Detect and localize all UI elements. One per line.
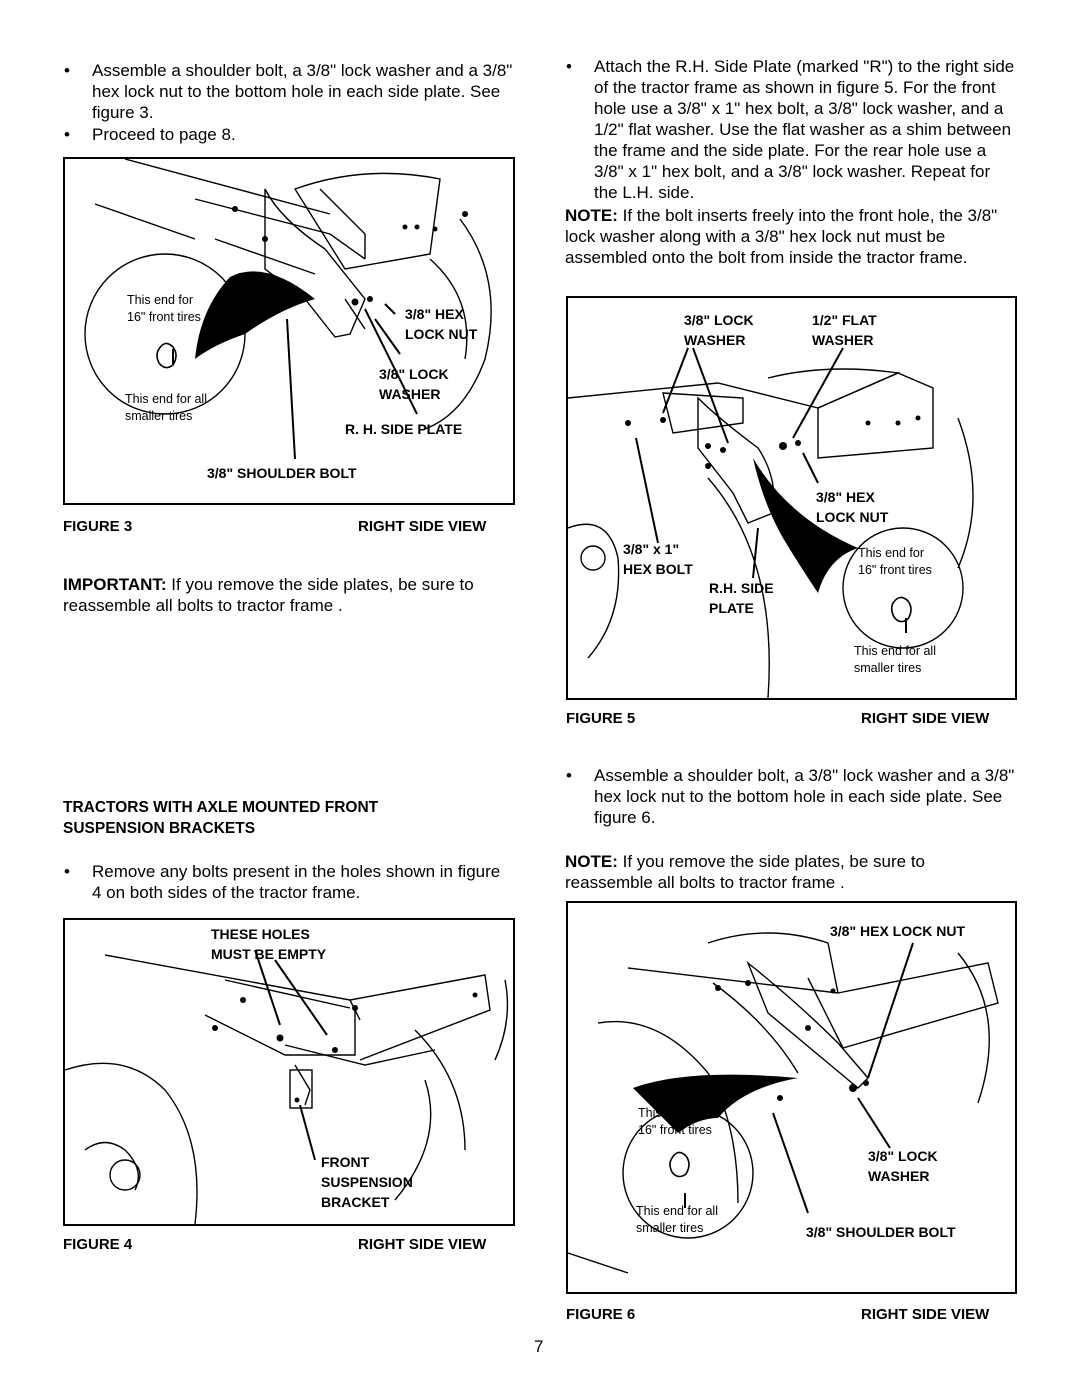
fig4-holes-label-2: MUST BE EMPTY xyxy=(211,946,327,962)
intro-bullet-2: Proceed to page 8. xyxy=(92,125,236,144)
note-2-text: If you remove the side plates, be sure t… xyxy=(565,852,926,892)
fig4-bracket-label-3: BRACKET xyxy=(321,1194,390,1210)
fig5-end16-label-1: This end for xyxy=(858,546,925,560)
important-text: If you remove the side plates, be sure t… xyxy=(63,575,474,615)
fig5-flat-washer-label-2: WASHER xyxy=(812,332,874,348)
fig5-side-plate-label-2: PLATE xyxy=(709,600,754,616)
bullet-glyph: • xyxy=(64,125,70,144)
bullet-glyph: • xyxy=(566,57,572,76)
fig3-shoulder-bolt-label: 3/8" SHOULDER BOLT xyxy=(207,465,357,481)
fig5-lock-washer-label-1: 3/8" LOCK xyxy=(684,312,754,328)
fig5-endsmall-label-2: smaller tires xyxy=(854,661,922,675)
fig6-lock-washer-label-1: 3/8" LOCK xyxy=(868,1148,938,1164)
note-1-paragraph: NOTE: If the bolt inserts freely into th… xyxy=(565,205,1015,268)
figure-5-view-caption: RIGHT SIDE VIEW xyxy=(861,710,990,727)
section-heading: TRACTORS WITH AXLE MOUNTED FRONT SUSPENS… xyxy=(63,797,518,839)
fig3-lock-washer-label-1: 3/8" LOCK xyxy=(379,366,449,382)
fig5-hex-lock-nut-label-2: LOCK NUT xyxy=(816,509,889,525)
figure-5-caption: FIGURE 5 xyxy=(566,710,636,727)
important-label: IMPORTANT: xyxy=(63,575,167,594)
fig3-side-plate-label: R. H. SIDE PLATE xyxy=(345,421,463,437)
figure-6-illustration: 3/8" HEX LOCK NUT This end for 16" front… xyxy=(566,901,1017,1294)
important-paragraph: IMPORTANT: If you remove the side plates… xyxy=(63,574,518,616)
fig4-bracket-label-2: SUSPENSION xyxy=(321,1174,413,1190)
fig5-hex-bolt-label-2: HEX BOLT xyxy=(623,561,693,577)
fig5-side-plate-label-1: R.H. SIDE xyxy=(709,580,774,596)
figure-4-view-caption: RIGHT SIDE VIEW xyxy=(358,1236,487,1253)
figure-5-drawing xyxy=(568,347,974,698)
fig6-lock-washer-label-2: WASHER xyxy=(868,1168,930,1184)
fig6-shoulder-bolt-label: 3/8" SHOULDER BOLT xyxy=(806,1224,956,1240)
figure-5-illustration: 3/8" LOCK WASHER 1/2" FLAT WASHER 3/8" H… xyxy=(566,296,1017,700)
note-2-label: NOTE: xyxy=(565,852,618,871)
fig5-lock-washer-label-2: WASHER xyxy=(684,332,746,348)
figure-3-view-caption: RIGHT SIDE VIEW xyxy=(358,518,487,535)
fig4-holes-label-1: THESE HOLES xyxy=(211,926,310,942)
fig6-endsmall-label-1: This end for all xyxy=(636,1204,718,1218)
figure-6-caption: FIGURE 6 xyxy=(566,1306,636,1323)
fig5-end16-label-2: 16" front tires xyxy=(858,563,932,577)
section-heading-line-2: SUSPENSION BRACKETS xyxy=(63,820,256,837)
fig5-endsmall-label-1: This end for all xyxy=(854,644,936,658)
fig3-endsmall-label-2: smaller tires xyxy=(125,409,193,423)
fig5-flat-washer-label-1: 1/2" FLAT xyxy=(812,312,877,328)
fig6-endsmall-label-2: smaller tires xyxy=(636,1221,704,1235)
note-2-paragraph: NOTE: If you remove the side plates, be … xyxy=(565,851,1015,893)
figure-4-illustration: THESE HOLES MUST BE EMPTY FRONT SUSPENSI… xyxy=(63,918,515,1226)
fig4-bracket-label-1: FRONT xyxy=(321,1154,370,1170)
assemble-bullet: Assemble a shoulder bolt, a 3/8" lock wa… xyxy=(594,766,1015,827)
bullet-glyph: • xyxy=(566,766,572,785)
figure-3-drawing xyxy=(84,159,492,460)
fig3-end16-label-2: 16" front tires xyxy=(127,310,201,324)
note-1-label: NOTE: xyxy=(565,206,618,225)
figure-3-illustration: This end for 16" front tires This end fo… xyxy=(63,157,515,505)
fig5-hex-lock-nut-label-1: 3/8" HEX xyxy=(816,489,875,505)
page-number: 7 xyxy=(534,1337,544,1356)
intro-bullet-1: Assemble a shoulder bolt, a 3/8" lock wa… xyxy=(92,61,513,122)
note-1-text: If the bolt inserts freely into the fron… xyxy=(565,206,998,267)
remove-bullet: Remove any bolts present in the holes sh… xyxy=(92,862,501,902)
figure-4-drawing xyxy=(65,949,509,1224)
section-heading-line-1: TRACTORS WITH AXLE MOUNTED FRONT xyxy=(63,799,379,816)
fig6-end16-label-2: 16" front tires xyxy=(638,1123,712,1137)
figure-3-caption: FIGURE 3 xyxy=(63,518,133,535)
fig5-hex-bolt-label-1: 3/8" x 1" xyxy=(623,541,680,557)
figure-4-caption: FIGURE 4 xyxy=(63,1236,133,1253)
fig3-hex-lock-nut-label-2: LOCK NUT xyxy=(405,326,478,342)
fig3-end16-label-1: This end for xyxy=(127,293,194,307)
fig6-end16-label-1: This end for xyxy=(638,1106,705,1120)
fig3-endsmall-label-1: This end for all xyxy=(125,392,207,406)
figure-6-view-caption: RIGHT SIDE VIEW xyxy=(861,1306,990,1323)
figure-6-drawing xyxy=(568,932,999,1274)
attach-bullet: Attach the R.H. Side Plate (marked "R") … xyxy=(594,57,1015,202)
bullet-glyph: • xyxy=(64,862,70,881)
bullet-glyph: • xyxy=(64,61,70,80)
fig3-hex-lock-nut-label-1: 3/8" HEX xyxy=(405,306,464,322)
fig3-lock-washer-label-2: WASHER xyxy=(379,386,441,402)
fig6-hex-lock-nut-label: 3/8" HEX LOCK NUT xyxy=(830,923,965,939)
